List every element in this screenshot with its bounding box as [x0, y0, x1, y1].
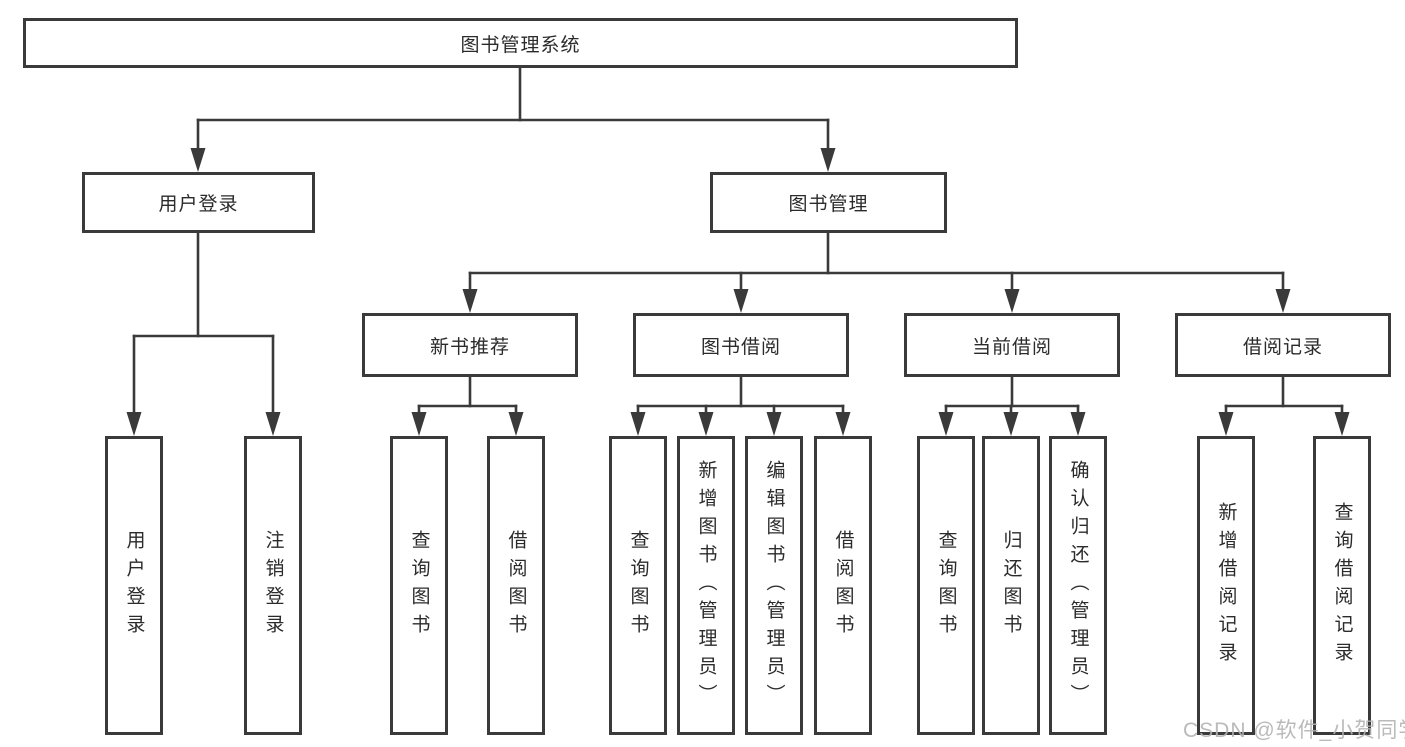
- csdn-watermark: CSDN @软件_小贺同学: [1183, 719, 1405, 742]
- node-book-management: 图书管理: [710, 172, 947, 233]
- arrowheads: [126, 148, 1350, 436]
- leaf-logout-login: 注销登录: [244, 436, 302, 735]
- leaf-query-borrow-record: 查询借阅记录: [1313, 436, 1371, 735]
- leaf-return-book: 归还图书: [982, 436, 1040, 735]
- leaf-query-book-borrow: 查询图书: [609, 436, 667, 735]
- leaf-add-book-admin: 新增图书（管理员）: [677, 436, 735, 735]
- leaf-borrow-book: 借阅图书: [814, 436, 872, 735]
- node-book-borrow: 图书借阅: [633, 313, 849, 377]
- leaf-query-book-recommend: 查询图书: [390, 436, 448, 735]
- leaf-add-borrow-record: 新增借阅记录: [1197, 436, 1255, 735]
- leaf-borrow-book-recommend: 借阅图书: [487, 436, 545, 735]
- leaf-user-login: 用户登录: [105, 436, 163, 735]
- leaf-confirm-return-admin: 确认归还（管理员）: [1049, 436, 1107, 735]
- node-new-book-recommend: 新书推荐: [362, 313, 578, 377]
- node-borrow-record: 借阅记录: [1175, 313, 1391, 377]
- leaf-query-book-current: 查询图书: [917, 436, 975, 735]
- node-root-library-system: 图书管理系统: [23, 18, 1018, 68]
- leaf-edit-book-admin: 编辑图书（管理员）: [745, 436, 803, 735]
- node-user-login: 用户登录: [82, 172, 315, 233]
- node-current-borrow: 当前借阅: [904, 313, 1120, 377]
